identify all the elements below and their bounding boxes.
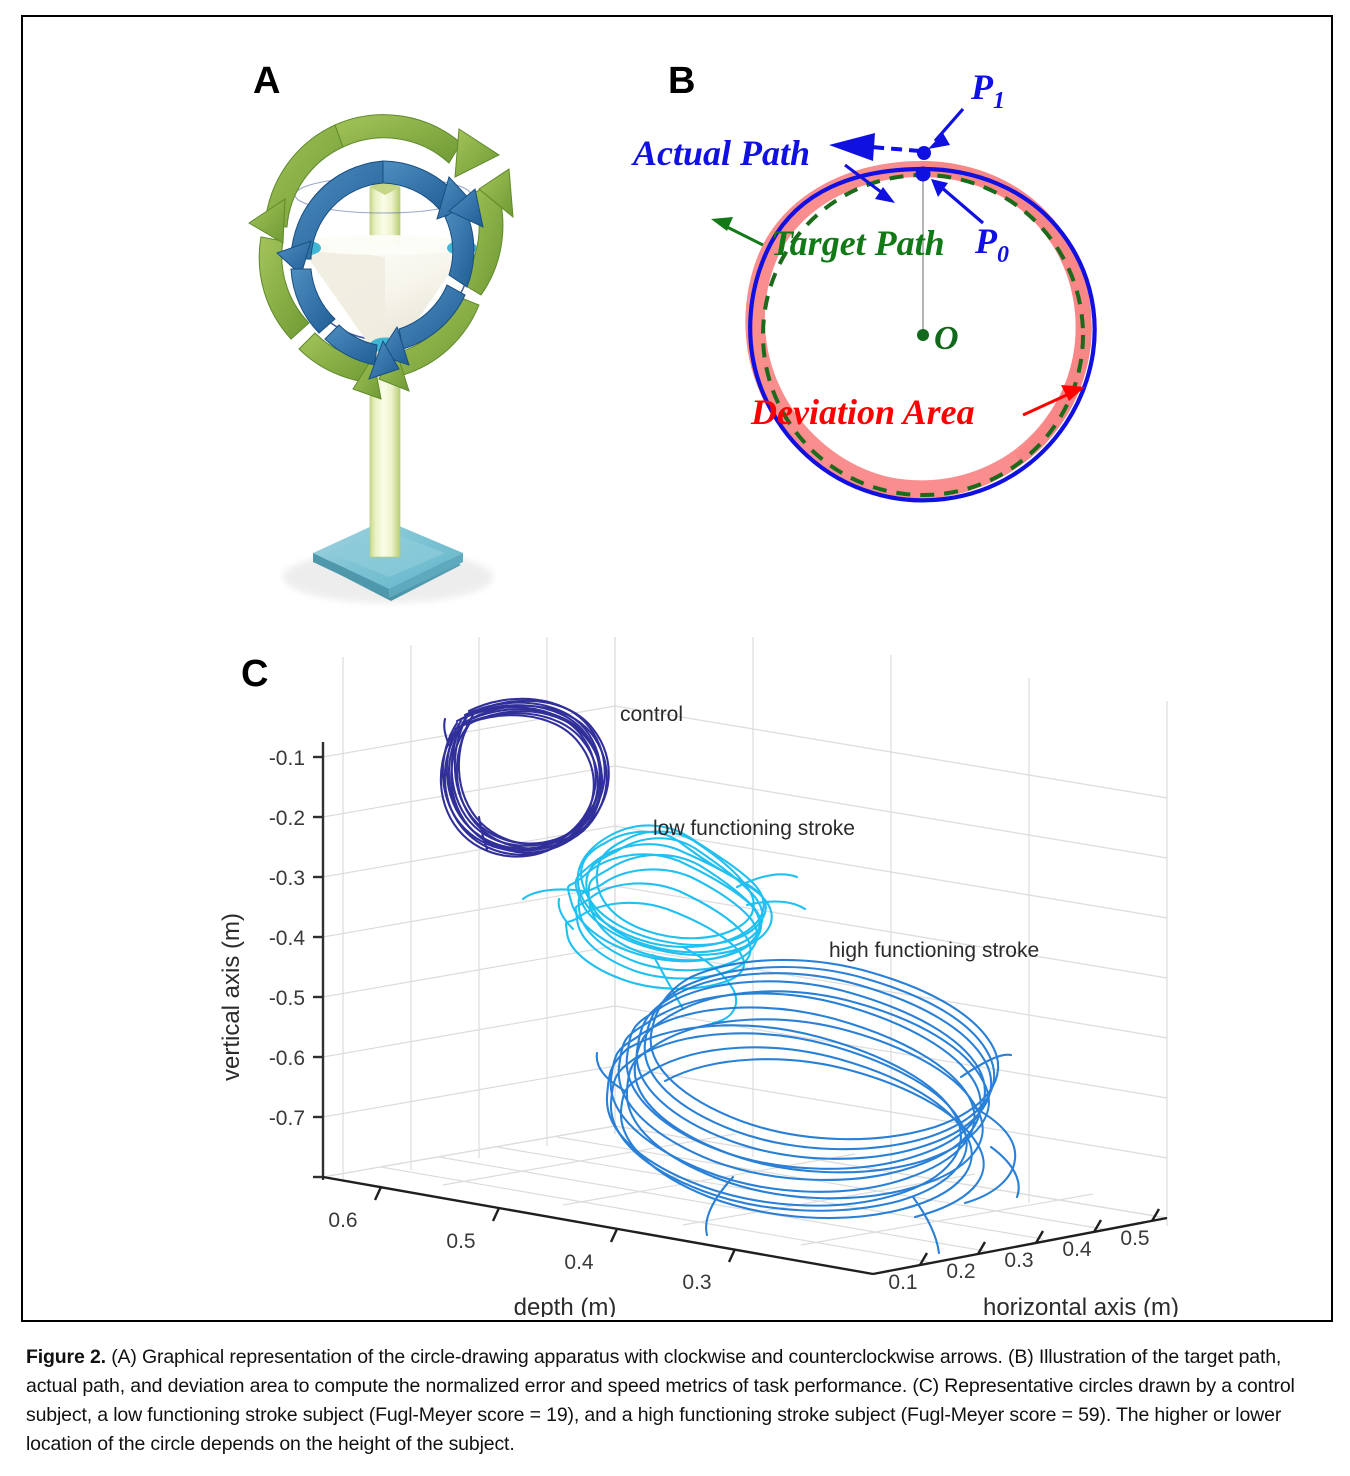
grid-back-right-wall xyxy=(614,637,1168,1226)
y-axis-title: horizontal axis (m) xyxy=(983,1294,1179,1317)
y-tick-1: 0.2 xyxy=(946,1260,975,1283)
deviation-area-diagram: O P1 P0 xyxy=(631,67,1097,503)
p1-point xyxy=(917,146,931,160)
svg-text:P1: P1 xyxy=(970,67,1005,114)
3d-trajectory-plot: -0.1 -0.2 -0.3 -0.4 -0.5 -0.6 -0.7 verti… xyxy=(218,637,1179,1317)
figure-frame: A xyxy=(21,15,1333,1322)
deviation-area-label: Deviation Area xyxy=(750,392,975,432)
series-low-functioning-stroke-trajectory xyxy=(521,824,807,1025)
figure-caption-prefix: Figure 2. xyxy=(26,1346,106,1368)
origin-label: O xyxy=(934,320,959,357)
actual-path-circle xyxy=(748,166,1097,503)
x-tick-2: 0.4 xyxy=(564,1251,594,1274)
z-tick-4: -0.5 xyxy=(269,987,305,1010)
velocity-arrow xyxy=(829,133,921,161)
p0-label: P xyxy=(974,221,998,261)
panel-c: C xyxy=(213,637,1293,1317)
x-tick-1: 0.5 xyxy=(446,1230,475,1253)
series-label-high-functioning-stroke: high functioning stroke xyxy=(829,939,1039,962)
actual-path-annotation: Actual Path xyxy=(631,133,895,203)
z-tick-3: -0.4 xyxy=(269,927,306,950)
depth-axis: 0.6 0.5 0.4 0.3 depth (m) xyxy=(322,1175,874,1317)
panel-c-letter: C xyxy=(241,653,269,695)
actual-path-label: Actual Path xyxy=(631,133,810,173)
vertical-axis: -0.1 -0.2 -0.3 -0.4 -0.5 -0.6 -0.7 verti… xyxy=(218,742,325,1180)
z-tick-1: -0.2 xyxy=(269,807,305,830)
apparatus-cone xyxy=(298,235,470,367)
panel-b-letter: B xyxy=(668,60,696,102)
z-tick-0: -0.1 xyxy=(269,747,305,770)
deviation-area-annotation: Deviation Area xyxy=(750,385,1085,432)
series-high-functioning-stroke-trajectory xyxy=(595,958,1020,1255)
horizontal-axis: 0.1 0.2 0.3 0.4 0.5 horizontal axis (m) xyxy=(872,1208,1179,1317)
svg-text:P0: P0 xyxy=(974,221,1009,268)
rotation-arrows-blue xyxy=(276,160,484,380)
p1-annotation: P1 xyxy=(928,67,1005,149)
p0-point xyxy=(915,166,931,182)
x-tick-0: 0.6 xyxy=(328,1209,357,1232)
y-tick-2: 0.3 xyxy=(1004,1249,1033,1272)
panel-b: B O xyxy=(623,37,1243,617)
y-tick-4: 0.5 xyxy=(1120,1227,1149,1250)
z-tick-2: -0.3 xyxy=(269,867,305,890)
x-axis-title: depth (m) xyxy=(514,1294,617,1317)
p1-label: P xyxy=(970,67,994,107)
panel-a: A xyxy=(213,37,553,617)
series-label-low-functioning-stroke: low functioning stroke xyxy=(653,817,855,840)
series-control-trajectory xyxy=(439,697,610,858)
series-label-control: control xyxy=(620,703,683,726)
z-axis-title: vertical axis (m) xyxy=(218,913,245,1081)
y-tick-0: 0.1 xyxy=(888,1271,917,1294)
target-path-annotation: Target Path xyxy=(711,217,945,263)
figure-caption: Figure 2. (A) Graphical representation o… xyxy=(26,1343,1326,1458)
target-path-label: Target Path xyxy=(771,223,945,263)
circle-drawing-apparatus-illustration xyxy=(248,114,514,603)
z-tick-5: -0.6 xyxy=(269,1047,305,1070)
p1-subscript: 1 xyxy=(993,88,1005,114)
origin-point xyxy=(917,329,929,341)
figure-caption-text: (A) Graphical representation of the circ… xyxy=(26,1346,1295,1455)
p0-subscript: 0 xyxy=(997,242,1009,268)
x-tick-3: 0.3 xyxy=(682,1271,711,1294)
p0-annotation: P0 xyxy=(931,179,1009,268)
y-tick-3: 0.4 xyxy=(1062,1238,1092,1261)
panel-a-letter: A xyxy=(253,60,281,102)
z-tick-6: -0.7 xyxy=(269,1107,305,1130)
